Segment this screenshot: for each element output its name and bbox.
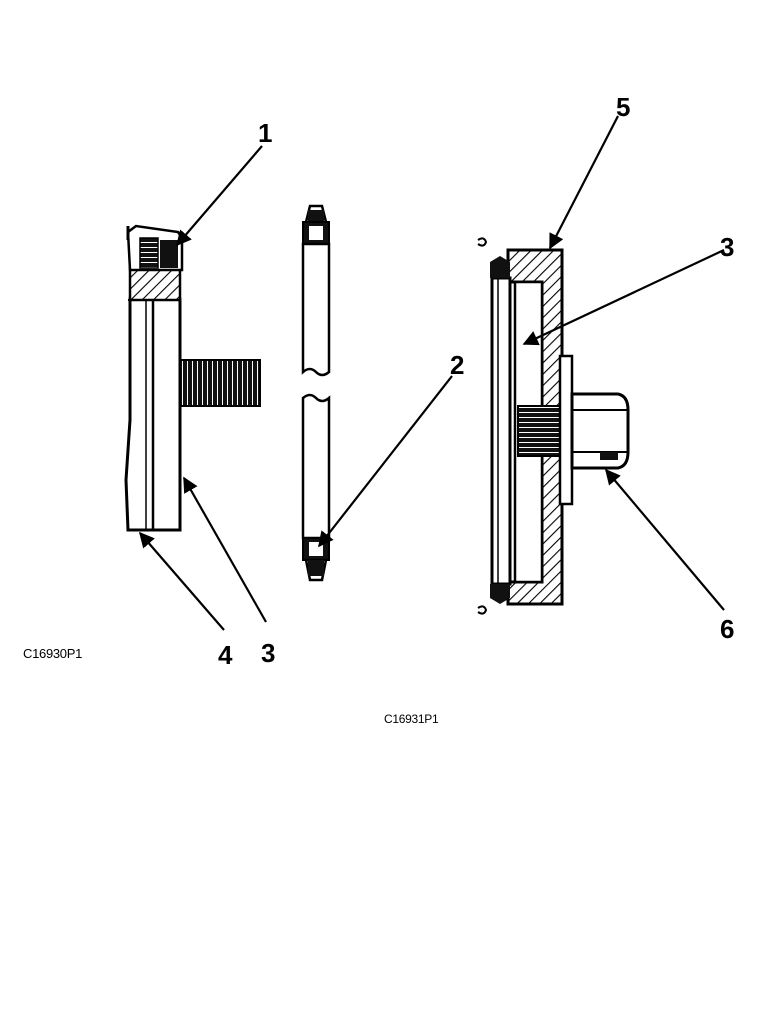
callout-3-left: 3 bbox=[261, 638, 275, 668]
left-figure-code: C16930P1 bbox=[23, 646, 83, 661]
leader-lines bbox=[138, 115, 725, 631]
callout-1: 1 bbox=[258, 118, 272, 148]
plate-cap-section bbox=[128, 266, 182, 302]
right-section-assembly bbox=[477, 237, 630, 615]
pin-rod bbox=[301, 204, 331, 582]
face-plate bbox=[490, 276, 512, 586]
threaded-bolt bbox=[179, 359, 261, 407]
callout-2: 2 bbox=[450, 350, 464, 380]
left-plate-assembly bbox=[124, 224, 261, 532]
callout-3-right: 3 bbox=[720, 232, 734, 262]
callout-5: 5 bbox=[616, 92, 630, 122]
socket-head-screw bbox=[139, 237, 159, 269]
figure-code: C16931P1 bbox=[384, 712, 439, 726]
callout-4: 4 bbox=[218, 640, 233, 670]
washer bbox=[558, 354, 574, 506]
callout-6: 6 bbox=[720, 614, 734, 644]
threaded-stud bbox=[517, 405, 561, 457]
